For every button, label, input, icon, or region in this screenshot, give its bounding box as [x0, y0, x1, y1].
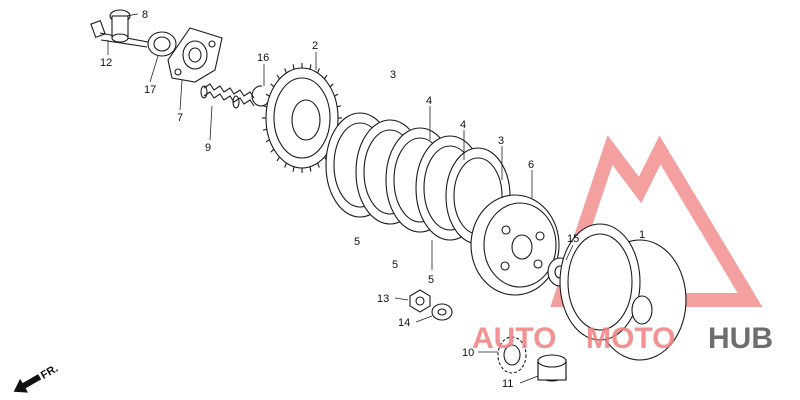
callout-14: 14	[398, 317, 410, 329]
primary-gear-part	[497, 336, 527, 374]
clutch-disc-stack	[325, 112, 511, 245]
gear-tooth	[317, 162, 320, 168]
gear-tooth	[292, 64, 295, 70]
callout-4-right: 4	[460, 119, 466, 131]
callout-15: 15	[567, 233, 579, 245]
gear-tooth	[284, 68, 287, 74]
callout-9: 9	[205, 142, 211, 154]
watermark-moto: MOTO	[586, 322, 675, 355]
gear-tooth	[292, 166, 295, 172]
gear-tooth	[334, 93, 339, 97]
callout-10: 10	[462, 347, 474, 359]
callout-5-mid: 5	[392, 259, 398, 271]
pressure-plate-part	[262, 63, 342, 173]
clutch-spring-part	[200, 83, 255, 109]
callout-8: 8	[142, 9, 148, 21]
gear-tooth	[265, 93, 270, 97]
callout-7: 7	[177, 112, 183, 124]
callout-4-left: 4	[426, 95, 432, 107]
front-arrow-icon	[13, 374, 42, 393]
callout-16: 16	[257, 52, 269, 64]
watermark-text: AUTO MOTO HUB	[472, 322, 773, 355]
watermark-hub: HUB	[708, 322, 773, 355]
lock-nut-part	[409, 289, 431, 313]
gear-tooth	[317, 68, 320, 74]
callout-labels: 8 12 17 7 16 9 2 3 4 4 3 6 5 5 5 15 1 13…	[100, 9, 645, 390]
gear-tooth	[262, 128, 268, 131]
collar-part	[537, 354, 567, 382]
callout-13: 13	[377, 293, 389, 305]
callout-6: 6	[528, 159, 534, 171]
front-label: FR.	[39, 363, 60, 382]
callout-12: 12	[100, 57, 112, 69]
callout-3-top: 3	[390, 69, 396, 81]
callout-3-right: 3	[498, 135, 504, 147]
callout-5-right: 5	[428, 274, 434, 286]
gear-tooth	[262, 105, 268, 108]
gear-tooth	[284, 162, 287, 168]
gear-tooth	[276, 156, 281, 162]
gear-tooth	[309, 64, 312, 70]
callout-2: 2	[312, 40, 318, 52]
gear-tooth	[270, 83, 275, 88]
gear-tooth	[270, 148, 275, 153]
callout-17: 17	[144, 84, 156, 96]
clutch-center-part	[470, 194, 560, 296]
bearing-part	[147, 31, 177, 57]
callout-11: 11	[502, 378, 513, 390]
pin-part	[109, 9, 131, 43]
gear-tooth	[329, 83, 334, 88]
gear-tooth	[309, 166, 312, 172]
gear-tooth	[276, 74, 281, 80]
clutch-outer-part	[559, 223, 687, 361]
lifter-plate-part	[167, 27, 223, 83]
watermark-logo	[550, 135, 763, 307]
callout-5-left: 5	[354, 236, 360, 248]
washer-part	[431, 303, 453, 321]
front-direction-indicator: FR.	[13, 363, 60, 393]
gear-tooth	[323, 74, 328, 80]
leader-lines	[107, 13, 574, 384]
gear-tooth	[265, 139, 270, 143]
gear-tooth	[336, 105, 342, 108]
callout-1: 1	[639, 229, 645, 241]
watermark-auto: AUTO	[472, 322, 556, 355]
